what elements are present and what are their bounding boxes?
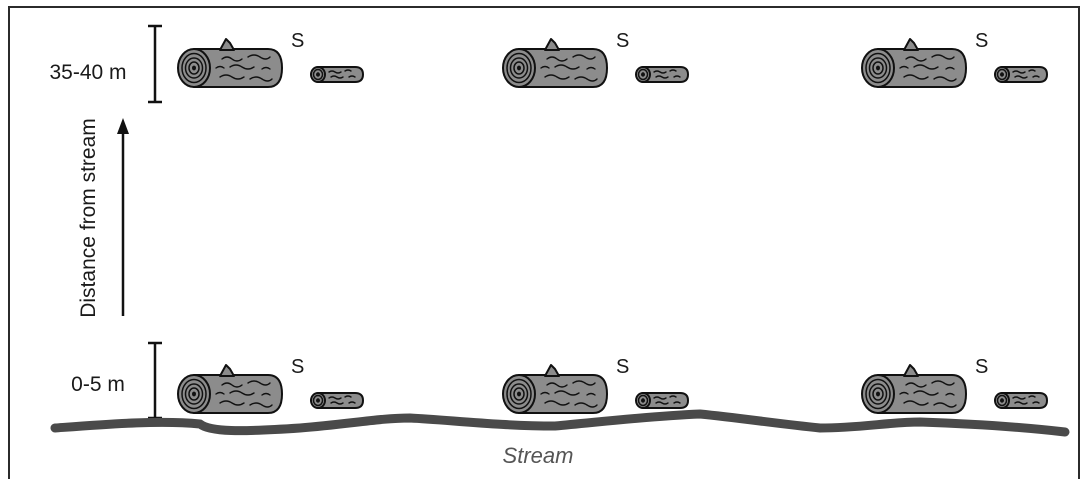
large-log-icon	[502, 38, 608, 88]
large-log-icon	[861, 364, 967, 414]
small-log-icon	[310, 66, 364, 83]
small-log-marker: S	[616, 30, 629, 52]
small-log-icon	[994, 66, 1048, 83]
small-log-icon	[635, 66, 689, 83]
small-log-marker: S	[975, 356, 988, 378]
log-group-far-2: S	[502, 30, 689, 88]
small-log-icon	[994, 392, 1048, 409]
distance-axis-label: Distance from stream	[77, 118, 100, 318]
small-log-icon	[635, 392, 689, 409]
near-band-bracket	[148, 341, 162, 420]
far-band-bracket	[148, 24, 162, 104]
small-log-marker: S	[291, 356, 304, 378]
stream-label: Stream	[503, 443, 574, 468]
log-group-far-3: S	[861, 30, 1048, 88]
log-group-near-1: S	[177, 356, 364, 414]
log-group-near-2: S	[502, 356, 689, 414]
large-log-icon	[502, 364, 608, 414]
distance-arrow	[117, 118, 129, 316]
small-log-marker: S	[616, 356, 629, 378]
small-log-marker: S	[291, 30, 304, 52]
logs-layer: S S S S S S	[177, 30, 1048, 414]
large-log-icon	[861, 38, 967, 88]
log-group-far-1: S	[177, 30, 364, 88]
small-log-icon	[310, 392, 364, 409]
log-group-near-3: S	[861, 356, 1048, 414]
large-log-icon	[177, 364, 283, 414]
near-band-label: 0-5 m	[71, 373, 125, 396]
diagram-frame	[8, 6, 1080, 479]
far-band-label: 35-40 m	[49, 61, 126, 84]
stream-line	[50, 409, 1070, 437]
small-log-marker: S	[975, 30, 988, 52]
large-log-icon	[177, 38, 283, 88]
